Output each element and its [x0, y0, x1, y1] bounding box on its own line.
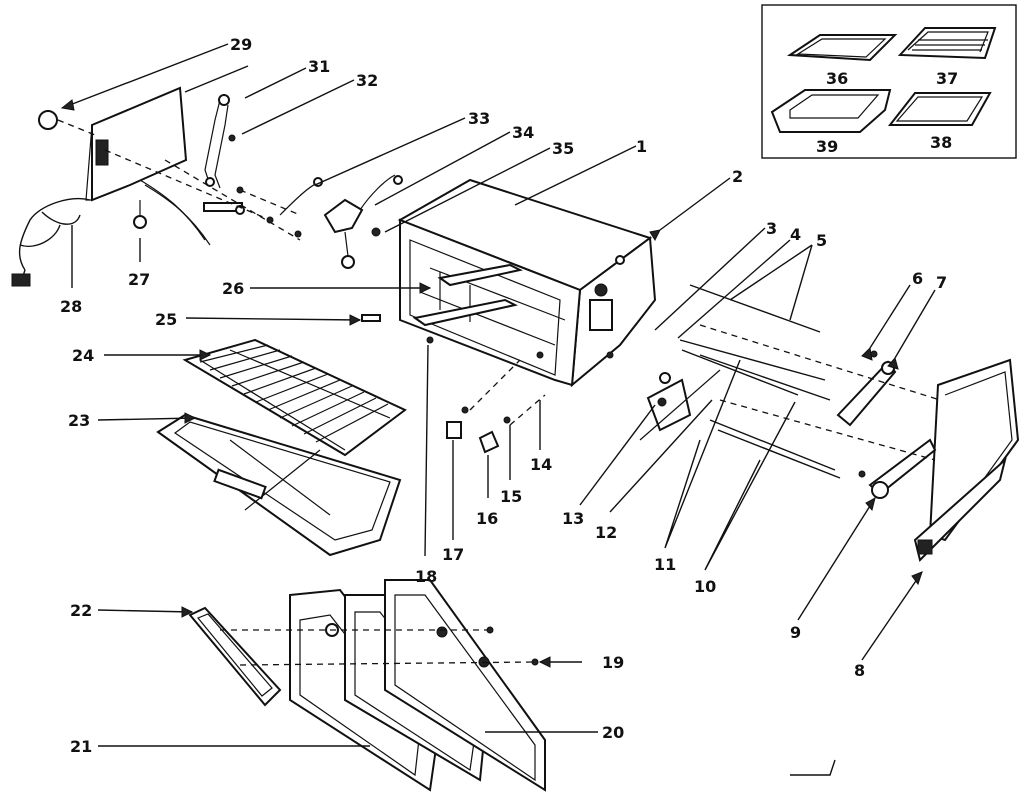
callout-28: 28	[60, 297, 82, 316]
callout-23: 23	[68, 411, 90, 430]
callout-36: 36	[826, 69, 848, 88]
oven-body-part	[397, 178, 657, 388]
callout-29: 29	[230, 35, 252, 54]
callout-3: 3	[766, 219, 777, 238]
callout-9: 9	[790, 623, 801, 642]
callout-37: 37	[936, 69, 958, 88]
left-side-panel	[38, 86, 188, 202]
baking-pan-part	[770, 89, 892, 133]
callout-18: 18	[415, 567, 437, 586]
small-parts-15-18	[426, 336, 511, 454]
knob-17-part	[478, 430, 500, 454]
timer-assembly-part	[279, 174, 403, 269]
spring-part	[361, 314, 381, 322]
callout-2: 2	[732, 167, 743, 186]
crumb-tray-door-part	[156, 413, 402, 557]
callout-31: 31	[308, 57, 330, 76]
callout-15: 15	[500, 487, 522, 506]
callout-8: 8	[854, 661, 865, 680]
callout-6: 6	[912, 269, 923, 288]
broil-pan-part	[786, 34, 898, 62]
callout-5: 5	[816, 231, 827, 250]
thermostat-knob-part	[133, 215, 147, 229]
callout-39: 39	[816, 137, 838, 156]
callout-34: 34	[512, 123, 534, 142]
foot-part	[446, 421, 462, 439]
lower-element-part	[412, 298, 518, 327]
arrowheads	[60, 99, 923, 668]
callout-13: 13	[562, 509, 584, 528]
callout-10: 10	[694, 577, 716, 596]
accessory-inset: 36 37 39 38	[761, 4, 1017, 159]
pan-insert-part	[897, 27, 997, 60]
callout-26: 26	[222, 279, 244, 298]
callout-38: 38	[930, 133, 952, 152]
heating-element-part	[437, 263, 523, 287]
callout-labels: 29 31 32 33 34 35 1 2 3 4 5 6 7 26 25 24…	[60, 35, 947, 756]
callout-11: 11	[654, 555, 676, 574]
callout-22: 22	[70, 601, 92, 620]
power-cord-part	[11, 198, 91, 287]
callout-33: 33	[468, 109, 490, 128]
callout-35: 35	[552, 139, 574, 158]
crumb-tray-part	[887, 92, 992, 126]
screws	[228, 134, 302, 238]
callout-19: 19	[602, 653, 624, 672]
callout-25: 25	[155, 310, 177, 329]
leader-lines	[61, 43, 936, 776]
callout-4: 4	[790, 225, 801, 244]
latch-assembly-part	[639, 369, 721, 441]
callout-14: 14	[530, 455, 552, 474]
oven-rack-part	[182, 338, 407, 457]
callout-21: 21	[70, 737, 92, 756]
right-side-panel-part	[913, 358, 1020, 562]
callout-16: 16	[476, 509, 498, 528]
callout-20: 20	[602, 723, 624, 742]
inset-frame	[761, 4, 1017, 159]
callout-7: 7	[936, 273, 947, 292]
callout-27: 27	[128, 270, 150, 289]
door-inner-panel-part	[384, 579, 546, 792]
knob-part	[38, 110, 58, 130]
door-handle-part	[188, 606, 282, 707]
callout-17: 17	[442, 545, 464, 564]
callout-24: 24	[72, 346, 94, 365]
callout-12: 12	[595, 523, 617, 542]
callout-1: 1	[636, 137, 647, 156]
callout-32: 32	[356, 71, 378, 90]
